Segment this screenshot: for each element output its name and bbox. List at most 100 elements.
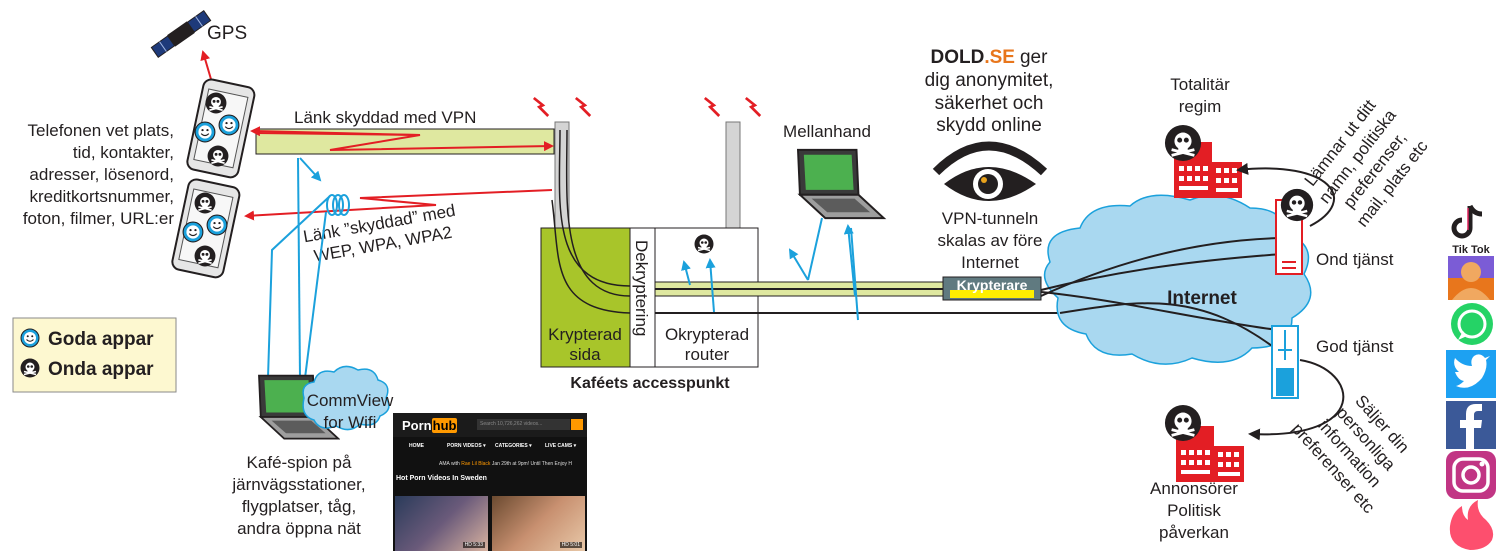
pornhub-screenshot: Pornhub Search 10,726,262 videos... HOME… [393,413,587,551]
svg-text:andra öppna nät: andra öppna nät [237,519,361,538]
pornhub-heading: Hot Porn Videos In Sweden [396,475,487,482]
encryptor-stripe [950,290,1034,298]
middleman-line [843,224,856,297]
legend-bad-label: Onda appar [48,359,154,380]
eye-icon [932,141,1048,201]
svg-text:Internet: Internet [961,253,1019,272]
route-line [1040,237,1283,297]
svg-text:Kafé-spion på: Kafé-spion på [247,453,352,472]
sniff-arrow [299,157,322,182]
decryption-column [629,227,656,368]
route-line [1040,291,1279,331]
video-duration: HD 5:33 [462,542,485,548]
sniff-line-1 [297,157,301,379]
laptop-icon [797,148,885,220]
bad-app-icon [1164,404,1202,442]
nav-categories[interactable]: CATEGORIES ▾ [495,443,532,449]
decryption-label: Dekryptering [632,240,651,336]
good-app-icon [20,328,40,348]
encryptor-label: Krypterare [957,277,1028,293]
pornhub-search[interactable]: Search 10,726,262 videos... [477,419,570,430]
middleman-line [807,217,823,281]
nav-home[interactable]: HOME [409,443,424,449]
antenna-icon [725,121,741,229]
route-line [1059,302,1281,353]
middleman-line [850,227,859,321]
bad-app-icon [1164,124,1202,162]
svg-text:skalas av före: skalas av före [938,231,1043,250]
contact-avatar-icon [1448,256,1494,300]
good-app-icon [194,121,216,143]
svg-text:Annonsörer: Annonsörer [1150,479,1238,498]
evil-service-label: Ond tjänst [1316,250,1394,269]
svg-text:järnvägsstationer,: järnvägsstationer, [231,475,365,494]
leak-arrow-regime [1236,162,1335,227]
signal-bolt [703,96,721,118]
search-icon[interactable] [571,419,583,430]
legend-good-label: Goda appar [48,329,154,350]
svg-text:VPN-tunneln: VPN-tunneln [942,209,1038,228]
good-app-icon [182,221,204,243]
middleman-label: Mellanhand [783,122,871,141]
vpn-link-label: Länk skyddad med VPN [294,108,476,127]
svg-text:skydd online: skydd online [936,115,1042,136]
sniff-coil [326,194,350,216]
internet-label: Internet [1167,288,1237,309]
bad-app-icon [194,245,216,267]
tiktok-label: Tik Tok [1452,244,1490,256]
wep-red-link [244,189,553,221]
svg-text:dig anonymitet,: dig anonymitet, [925,70,1054,91]
good-app-icon [218,114,240,136]
wire [551,199,631,314]
whatsapp-icon [1451,303,1493,345]
regime-label-2: regim [1179,97,1222,116]
svg-text:flygplatser, tåg,: flygplatser, tåg, [242,497,356,516]
legend-box [12,317,177,393]
video-thumbnail[interactable]: HD 5:01 [492,496,585,551]
pornhub-ama-banner: AMA with Rae Lil Black Jan 29th at 9pm! … [439,461,573,467]
pornhub-header: Pornhub Search 10,726,262 videos... [393,413,587,437]
svg-text:CommView: CommView [307,391,394,410]
gps-label: GPS [207,23,247,44]
gives-out-text: Lämnar ut ditt namn, politiska preferens… [1301,96,1432,230]
encrypted-side [540,227,631,368]
vpn-red-link-back [250,126,421,137]
spy-description: Kafé-spion på järnvägsstationer, flygpla… [231,453,365,538]
svg-text:foton, filmer, URL:er: foton, filmer, URL:er [23,209,175,228]
twitter-icon [1446,350,1496,398]
signal-bolt [532,96,550,118]
encrypted-side-label-2: sida [569,345,601,364]
nav-porn-videos[interactable]: PORN VIDEOS ▾ [447,443,486,449]
leak-arrow [705,258,716,313]
tiktok-icon [1451,204,1483,239]
bad-app-icon [194,192,216,214]
svg-text:adresser, lösenord,: adresser, lösenord, [29,165,174,184]
phone-description: Telefonen vet plats, tid, kontakter, adr… [23,121,175,228]
good-app-icon [206,214,228,236]
server-icon [1271,325,1299,399]
tinder-icon [1449,500,1494,550]
pornhub-logo: Pornhub [402,418,458,433]
router-label-1: Okrypterad [665,325,749,344]
nav-live-cams[interactable]: LIVE CAMS ▾ [545,443,577,449]
video-thumbnail[interactable]: HD 5:33 [395,496,488,551]
good-service-label: God tjänst [1316,337,1394,356]
bad-app-icon [1280,188,1314,222]
instagram-icon [1446,451,1496,499]
bad-app-icon [20,358,40,378]
encrypted-side-label-1: Krypterad [548,325,622,344]
svg-text:Telefonen vet plats,: Telefonen vet plats, [28,121,174,140]
bad-app-icon [694,234,714,254]
svg-text:Politisk: Politisk [1167,501,1221,520]
svg-text:påverkan: påverkan [1159,523,1229,542]
regime-label-1: Totalitär [1170,75,1230,94]
router-label-2: router [685,345,730,364]
middleman-arrow [788,248,809,281]
svg-text:säkerhet och: säkerhet och [935,93,1044,114]
signal-bolt [744,96,762,118]
bad-app-icon [205,92,227,114]
facebook-icon [1446,401,1496,449]
svg-text:tid, kontakter,: tid, kontakter, [73,143,174,162]
wire [565,129,631,297]
